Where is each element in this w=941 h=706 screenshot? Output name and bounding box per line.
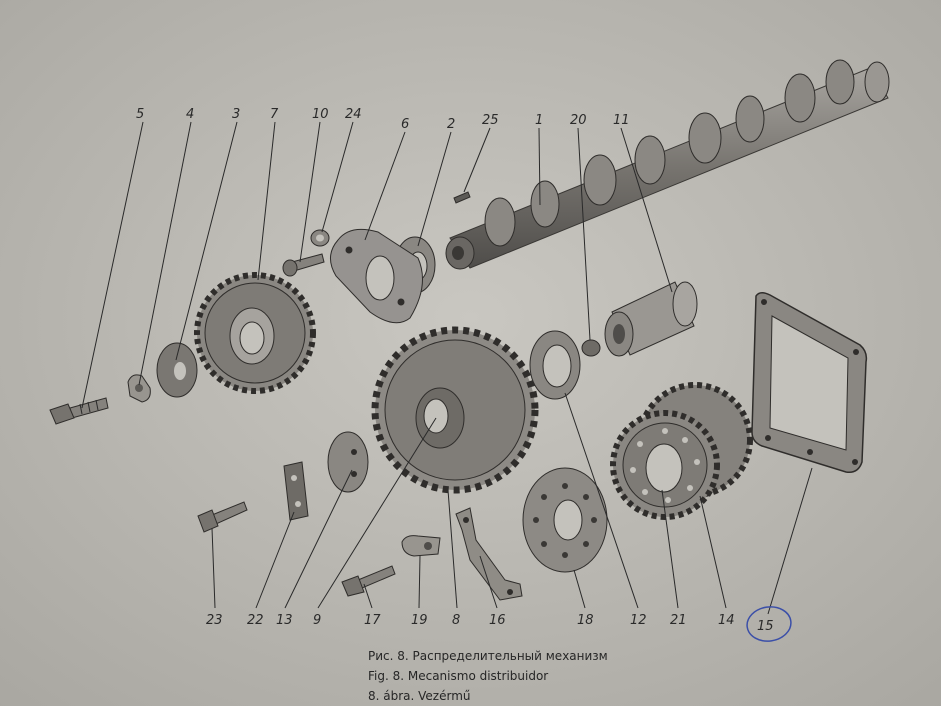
washer-12 [529, 330, 581, 400]
label-part-2: 2 [447, 117, 455, 132]
label-part-18: 18 [577, 613, 594, 628]
label-part-7: 7 [270, 107, 279, 122]
thrust-flange-6 [330, 228, 423, 324]
bracket-16 [455, 507, 523, 601]
label-part-8: 8 [452, 613, 460, 628]
bolt-23 [197, 501, 248, 533]
label-part-11: 11 [613, 113, 630, 128]
label-part-20: 20 [570, 113, 587, 128]
label-part-3: 3 [232, 107, 240, 122]
part-labels: 5 4 3 7 10 24 6 2 25 1 20 11 23 22 13 9 … [136, 107, 774, 634]
lock-tab-19 [401, 535, 441, 557]
cover-plate-13 [327, 431, 369, 493]
caption-hungarian: 8. ábra. Vezérmű [368, 689, 471, 703]
lock-plate-3 [156, 342, 198, 398]
caption-spanish: Fig. 8. Mecanismo distribuidor [368, 669, 549, 683]
label-part-16: 16 [489, 613, 506, 628]
label-part-10: 10 [312, 107, 329, 122]
label-part-5: 5 [136, 107, 144, 122]
label-part-25: 25 [482, 113, 499, 128]
handwritten-circle-mark [746, 606, 792, 642]
label-part-22: 22 [247, 613, 264, 628]
label-part-19: 19 [411, 613, 428, 628]
lock-plate-22 [283, 461, 309, 521]
label-part-21: 21 [670, 613, 687, 628]
label-part-6: 6 [401, 117, 409, 132]
pulse-gear-21 [610, 410, 720, 520]
lock-washer-4 [127, 374, 151, 403]
key-25 [453, 191, 471, 204]
plug-20 [581, 339, 601, 357]
label-part-24: 24 [345, 107, 362, 122]
bolt-5 [49, 397, 109, 425]
label-part-15: 15 [757, 619, 774, 634]
bolt-17 [341, 565, 396, 597]
label-part-4: 4 [186, 107, 194, 122]
label-part-13: 13 [276, 613, 293, 628]
gasket-15 [751, 292, 868, 474]
timing-disc-18 [522, 467, 608, 573]
caption-russian: Рис. 8. Распределительный механизм [368, 649, 608, 663]
label-part-12: 12 [630, 613, 647, 628]
label-part-14: 14 [718, 613, 735, 628]
crankshaft-gear-8 [371, 326, 539, 494]
washer-24 [310, 229, 330, 247]
camshaft-gear-7 [194, 272, 316, 394]
label-part-17: 17 [364, 613, 381, 628]
bolt-10 [282, 253, 325, 277]
label-part-1: 1 [535, 113, 543, 128]
label-part-23: 23 [206, 613, 223, 628]
leader-lines [81, 121, 813, 615]
camshaft [445, 59, 890, 270]
label-part-9: 9 [313, 613, 321, 628]
bushing-11 [604, 281, 698, 357]
